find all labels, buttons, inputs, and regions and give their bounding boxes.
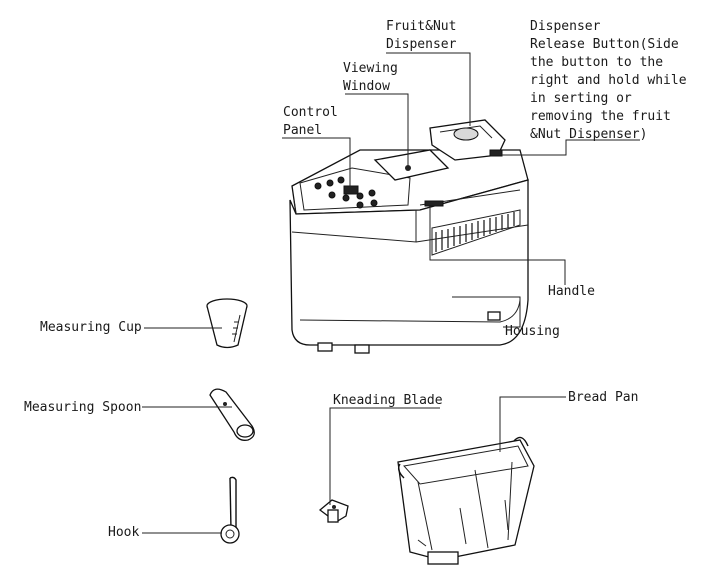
viewing-window-label: Viewing Window (343, 60, 398, 96)
bread-pan-illustration (397, 436, 535, 565)
handle-label: Handle (548, 284, 595, 299)
bread-maker-illustration (289, 119, 529, 354)
dispenser-release-line-1: Dispenser (530, 19, 601, 34)
kneading-blade-illustration (318, 499, 349, 523)
viewing-window-line-2: Window (343, 79, 390, 94)
fruit-nut-dispenser-line-2: Dispenser (386, 37, 457, 52)
fruit-nut-dispenser-line-1: Fruit&Nut (386, 19, 457, 34)
dispenser-release-line-2: Release Button(Side (530, 37, 679, 52)
measuring-spoon-illustration (209, 388, 255, 441)
dispenser-release-line-4: right and hold while (530, 73, 687, 88)
dispenser-release-button-label: Dispenser Release Button(Side the button… (530, 18, 687, 144)
hook-label: Hook (108, 525, 140, 540)
bread-pan-label: Bread Pan (568, 390, 639, 405)
measuring-spoon-label: Measuring Spoon (24, 400, 142, 415)
dispenser-release-line-3: the button to the (530, 55, 664, 70)
viewing-window-line-1: Viewing (343, 61, 398, 76)
kneading-blade-label: Kneading Blade (333, 393, 443, 408)
control-panel-line-1: Control (283, 105, 338, 120)
leader-lines (142, 52, 640, 534)
control-panel-line-2: Panel (283, 123, 323, 138)
measuring-cup-illustration (206, 298, 248, 349)
dispenser-release-line-6: removing the fruit (530, 109, 671, 124)
hook-illustration (220, 476, 240, 544)
control-panel-label: Control Panel (283, 104, 338, 140)
dispenser-release-line-5: in serting or (530, 91, 632, 106)
measuring-cup-label: Measuring Cup (40, 320, 142, 335)
dispenser-release-line-7: &Nut Dispenser) (530, 127, 648, 142)
fruit-nut-dispenser-label: Fruit&Nut Dispenser (386, 18, 456, 54)
housing-label: Housing (505, 324, 560, 339)
